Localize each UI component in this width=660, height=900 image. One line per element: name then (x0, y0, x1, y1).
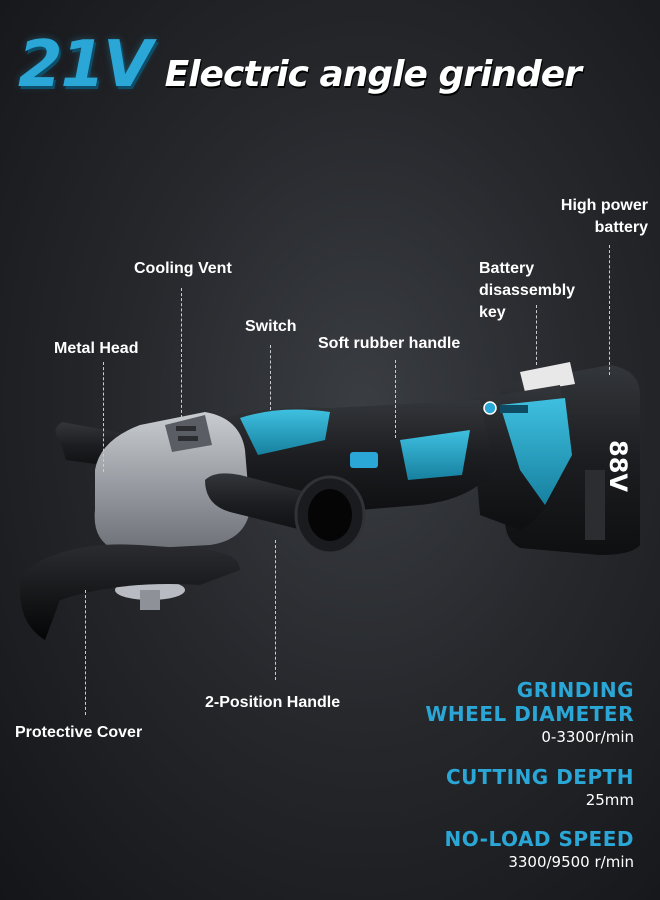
spec-title: WHEEL DIAMETER (425, 702, 634, 726)
leader-line-switch (270, 345, 271, 410)
body-teal-accent (240, 409, 330, 455)
spec-cutting-depth: CUTTING DEPTH 25mm (446, 765, 634, 811)
leader-line-metal-head (103, 362, 104, 472)
spec-value: 0-3300r/min (541, 728, 634, 746)
spec-title: GRINDING (516, 678, 634, 702)
callout-switch: Switch (245, 318, 297, 335)
callout-two-position-handle: 2-Position Handle (205, 694, 341, 711)
spec-value: 3300/9500 r/min (508, 853, 634, 871)
soft-handle-accent (400, 430, 470, 480)
callout-cooling-vent: Cooling Vent (134, 260, 232, 277)
leader-line-soft-handle (395, 360, 396, 438)
callout-battery-key: Battery disassembly key (479, 260, 576, 321)
leader-line-two-position-handle (275, 540, 276, 680)
battery-indicator (483, 401, 497, 415)
spec-title: CUTTING DEPTH (445, 765, 634, 789)
spec-grinding-wheel: GRINDING WHEEL DIAMETER 0-3300r/min (425, 678, 634, 748)
leader-line-battery (609, 245, 610, 375)
callout-soft-handle: Soft rubber handle (318, 335, 461, 352)
callout-high-power-battery: High power battery (560, 197, 648, 236)
leader-line-cooling-vent (181, 288, 182, 418)
metal-head (94, 412, 251, 550)
battery-mount-accent (500, 398, 572, 505)
protective-guard (20, 544, 240, 640)
side-handle-front (205, 473, 366, 555)
spec-no-load-speed: NO-LOAD SPEED 3300/9500 r/min (445, 827, 634, 873)
spec-title: NO-LOAD SPEED (444, 827, 634, 851)
spec-value: 25mm (585, 791, 634, 809)
logo-plate (350, 452, 378, 468)
product-title: Electric angle grinder (164, 54, 582, 95)
callout-protective-cover: Protective Cover (15, 724, 143, 741)
leader-line-protective-cover (85, 590, 86, 715)
voltage-heading: 21V (18, 28, 153, 102)
callout-metal-head: Metal Head (54, 340, 139, 357)
page-title: 21V Electric angle grinder (18, 28, 582, 102)
leader-line-battery-key (536, 305, 537, 365)
battery-voltage-text: 88V (604, 440, 632, 492)
